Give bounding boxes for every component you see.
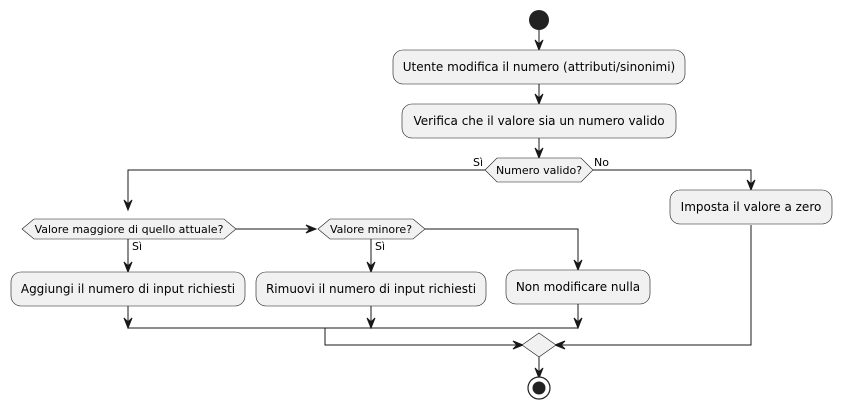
arrowhead xyxy=(746,179,756,192)
arrowhead xyxy=(534,147,544,160)
edge-setzero-final-merge xyxy=(557,225,752,346)
arrowhead xyxy=(573,317,583,330)
action-add-inputs-label: Aggiungi il numero di input richiesti xyxy=(21,282,235,296)
decision-smaller: Valore minore? xyxy=(317,218,426,240)
arrowhead xyxy=(305,224,318,234)
arrowhead xyxy=(123,317,133,330)
action-no-change-label: Non modificare nulla xyxy=(516,280,640,294)
action-verify-label: Verifica che il valore sia un numero val… xyxy=(413,114,664,128)
edge-inner-final-merge xyxy=(324,328,521,346)
action-modify-label: Utente modifica il numero (attributi/sin… xyxy=(403,60,675,74)
arrowhead xyxy=(573,259,583,272)
edge-valid-yes xyxy=(127,169,485,208)
decision-smaller-label: Valore minore? xyxy=(330,223,412,236)
arrowhead xyxy=(534,367,544,380)
action-add-inputs: Aggiungi il numero di input richiesti xyxy=(10,271,246,307)
action-remove-inputs-label: Rimuovi il numero di input richiesti xyxy=(266,282,476,296)
arrowhead xyxy=(512,340,525,350)
arrowhead xyxy=(553,340,566,350)
action-no-change: Non modificare nulla xyxy=(505,269,651,305)
edge-valid-no xyxy=(593,169,752,188)
arrowhead xyxy=(366,261,376,274)
decision-greater: Valore maggiore di quello attuale? xyxy=(21,218,237,240)
arrowhead xyxy=(123,199,133,212)
decision-valid: Numero valido? xyxy=(484,157,594,183)
start-node xyxy=(529,10,549,30)
action-set-zero: Imposta il valore a zero xyxy=(669,189,833,225)
action-verify: Verifica che il valore sia un numero val… xyxy=(401,103,677,139)
arrowhead xyxy=(534,93,544,106)
arrowhead xyxy=(366,317,376,330)
decision-greater-label: Valore maggiore di quello attuale? xyxy=(35,223,224,236)
action-modify: Utente modifica il numero (attributi/sin… xyxy=(392,49,686,85)
edges xyxy=(123,30,756,380)
label-valid-yes: Sì xyxy=(473,156,483,169)
end-node xyxy=(527,376,551,400)
label-smaller-yes: Sì xyxy=(375,240,385,253)
action-set-zero-label: Imposta il valore a zero xyxy=(681,200,822,214)
arrowhead xyxy=(123,261,133,274)
merge-diamond xyxy=(521,332,557,358)
label-greater-yes: Sì xyxy=(132,240,142,253)
action-remove-inputs: Rimuovi il numero di input richiesti xyxy=(255,271,487,307)
label-valid-no: No xyxy=(594,156,609,169)
arrowhead xyxy=(534,39,544,52)
edge-smaller-no xyxy=(425,228,579,268)
decision-valid-label: Numero valido? xyxy=(496,164,582,177)
